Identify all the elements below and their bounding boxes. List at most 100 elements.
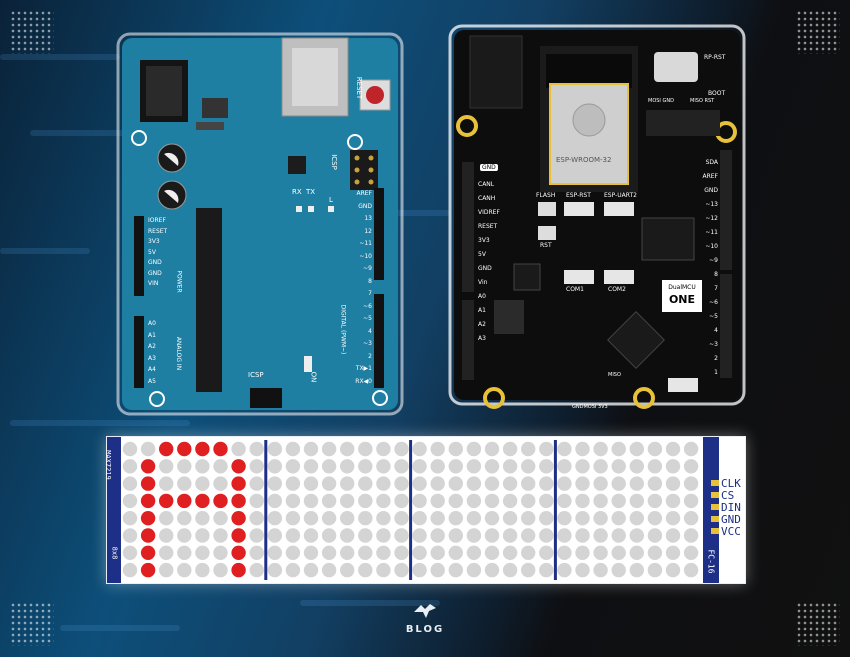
led-dot <box>267 441 282 457</box>
led-dot <box>683 528 699 543</box>
led-dot <box>557 493 572 509</box>
boot-label: BOOT <box>708 90 726 97</box>
pin-cs-header <box>711 492 719 498</box>
led-dot <box>647 511 663 526</box>
led-dot <box>412 511 427 526</box>
logo-top: DualMCU <box>668 284 696 291</box>
led-dot <box>303 511 319 526</box>
pin-label: A3 <box>148 354 156 362</box>
led-dot <box>466 493 482 509</box>
led-dot <box>539 528 554 543</box>
led-dot <box>539 459 554 474</box>
led-dot <box>159 511 174 526</box>
led-dot-lit <box>140 562 156 578</box>
led-dot <box>502 511 518 526</box>
pin-label: VIDREF <box>478 209 500 216</box>
led-dot <box>647 476 663 491</box>
led-dot <box>177 459 192 474</box>
led-dot <box>249 459 264 474</box>
led-dot <box>213 459 228 474</box>
led-dot <box>321 528 337 543</box>
pin-label: VIN <box>148 280 159 287</box>
miso-rst-label: MISO RST <box>690 98 715 104</box>
led-dot <box>629 545 644 560</box>
led-dot <box>611 511 626 526</box>
led-dot <box>122 528 138 543</box>
matrix-segment-divider <box>264 440 268 580</box>
pin-label: ~3 <box>709 341 718 348</box>
led-dot <box>665 511 681 526</box>
led-dot <box>502 562 518 578</box>
led-dot <box>430 562 445 578</box>
led-dot <box>249 441 264 457</box>
pin-label: AREF <box>702 173 718 180</box>
led-dot <box>647 493 663 509</box>
pin-label: A1 <box>148 331 156 339</box>
pin-label: A0 <box>478 293 486 300</box>
miso-label: MISO <box>608 372 621 378</box>
led-dot <box>665 493 681 509</box>
led-dot <box>159 476 174 491</box>
led-dot <box>159 528 174 543</box>
pin-label: ~3 <box>363 340 372 347</box>
led-dot <box>285 493 301 509</box>
led-dot <box>267 545 282 560</box>
pin-label: CANH <box>478 195 496 202</box>
led-dot <box>448 476 463 491</box>
led-dot <box>412 493 427 509</box>
led-dot <box>394 545 409 560</box>
led-dot <box>448 545 463 560</box>
pin-label: ~10 <box>359 252 372 260</box>
pin-label: A3 <box>478 335 486 342</box>
led-dot <box>394 562 409 578</box>
led-dot <box>575 459 590 474</box>
led-dot <box>177 528 192 543</box>
led-dot <box>593 528 608 543</box>
led-dot <box>539 562 554 578</box>
pin-label: A1 <box>478 307 486 314</box>
led-dot-lit <box>195 493 210 509</box>
pin-label: RESET <box>148 227 168 235</box>
led-dot <box>575 493 590 509</box>
led-dot <box>683 441 699 457</box>
led-dot <box>285 562 301 578</box>
led-dot <box>683 545 699 560</box>
pin-label: ~12 <box>705 215 718 222</box>
led-dot-lit <box>140 476 156 491</box>
led-dot-lit <box>195 441 210 457</box>
led-dot <box>629 459 644 474</box>
dot-pattern-bottom-left <box>10 602 54 646</box>
led-dot <box>177 562 192 578</box>
pin-vcc: VCC <box>711 524 741 538</box>
led-dot <box>303 562 319 578</box>
led-dot <box>665 562 681 578</box>
esp-module-label: ESP-WROOM-32 <box>556 156 612 164</box>
led-dot-lit <box>140 545 156 560</box>
led-dot <box>340 545 355 560</box>
led-dot <box>593 441 608 457</box>
uno-icsp-bottom-label: ICSP <box>248 371 264 379</box>
led-dot <box>213 511 228 526</box>
com1-label: COM1 <box>566 286 584 293</box>
led-dot <box>358 441 373 457</box>
led-dot <box>448 459 463 474</box>
led-dot <box>303 545 319 560</box>
led-dot <box>665 476 681 491</box>
pin-label: ~9 <box>709 257 718 264</box>
uno-on-label: ON <box>309 371 318 383</box>
led-dot <box>539 545 554 560</box>
led-dot <box>484 476 500 491</box>
led-dot <box>557 528 572 543</box>
led-dot <box>521 476 536 491</box>
led-dot <box>629 476 644 491</box>
pin-vcc-header <box>711 528 719 534</box>
led-dot <box>159 562 174 578</box>
pin-gnd-label: GND <box>721 512 741 526</box>
led-dot <box>213 545 228 560</box>
matrix-left-strip <box>107 437 121 583</box>
uno-analog-pins: A0 A1 A2 A3 A4 A5 <box>148 318 156 387</box>
led-dot <box>159 459 174 474</box>
led-dot <box>122 562 138 578</box>
led-dot <box>611 493 626 509</box>
pin-label: ~9 <box>363 265 372 272</box>
